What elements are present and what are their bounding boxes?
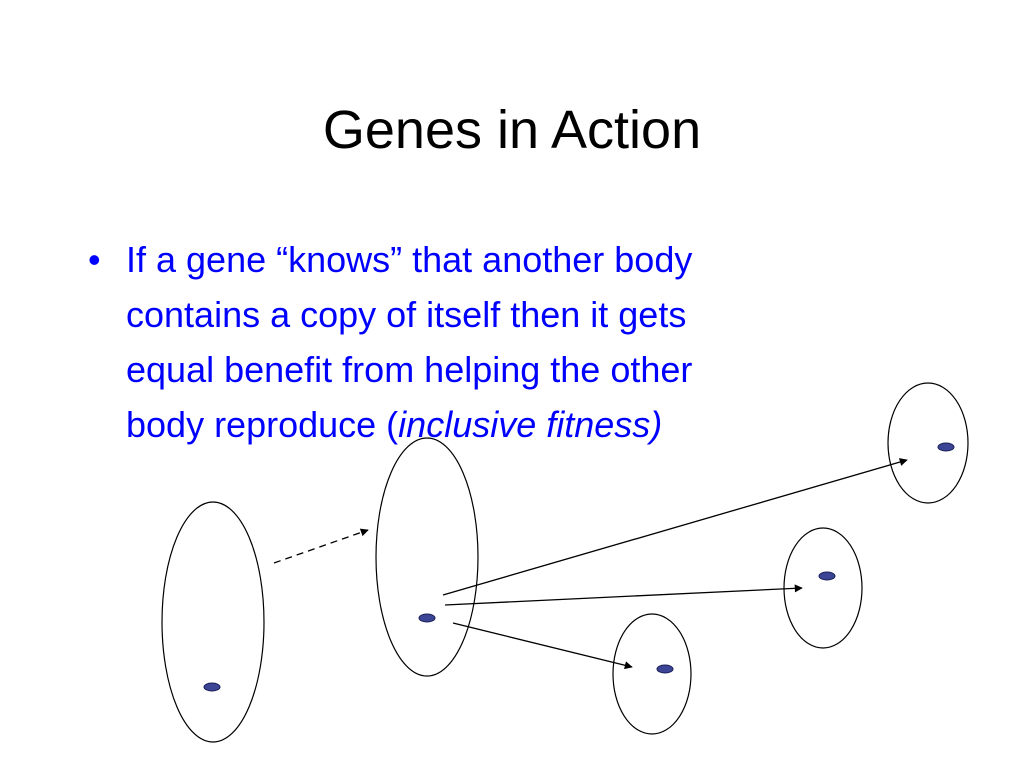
bullet-marker: • <box>88 239 101 280</box>
bullet-line-4: body reproduce (inclusive fitness) <box>126 397 866 452</box>
parent-body <box>161 501 265 743</box>
relative-body-bottom <box>612 613 692 735</box>
relative-body-middle <box>783 527 863 649</box>
relative-body-top <box>887 382 969 504</box>
bullet-line-2: contains a copy of itself then it gets <box>126 294 687 335</box>
copy-body <box>375 437 479 677</box>
gene-copy <box>418 613 436 623</box>
gene-relative-bottom <box>656 664 674 674</box>
arrow-parent-to-copy <box>273 528 369 564</box>
arrow-copy-to-bottom <box>452 622 633 670</box>
arrow-copy-to-top <box>442 458 908 596</box>
gene-relative-top <box>937 442 955 452</box>
bullet-line-4-prefix: body reproduce ( <box>126 404 399 445</box>
bullet-emphasis: inclusive fitness) <box>398 404 663 445</box>
bullet-text: If a gene “knows” that another body cont… <box>126 232 866 452</box>
gene-relative-middle <box>818 571 836 581</box>
bullet-line-1: If a gene “knows” that another body <box>126 239 693 280</box>
arrow-copy-to-middle <box>444 584 803 606</box>
bullet-line-3: equal benefit from helping the other <box>126 349 693 390</box>
slide-title: Genes in Action <box>322 100 702 160</box>
gene-parent <box>203 682 221 692</box>
